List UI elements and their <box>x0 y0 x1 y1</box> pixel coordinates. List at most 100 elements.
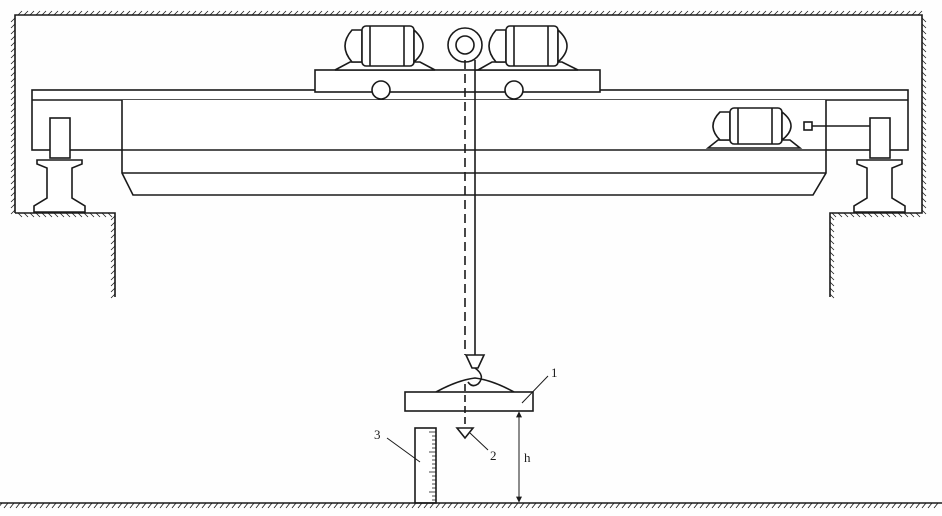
wall-hatch-line <box>851 10 857 16</box>
wall-hatch-line <box>341 10 347 16</box>
wall-hatch-line <box>761 10 767 16</box>
wall-hatch-line <box>833 10 839 16</box>
wall-hatch-line <box>29 212 35 218</box>
wall-hatch-line <box>921 203 927 209</box>
wall-hatch-line <box>245 10 251 16</box>
wall-hatch-line <box>10 125 16 131</box>
wall-hatch-line <box>401 10 407 16</box>
ground-hatch-line <box>261 502 267 509</box>
wall-hatch-line <box>71 212 77 218</box>
ground-hatch-line <box>483 502 489 509</box>
wall-hatch-line <box>17 10 23 16</box>
wall-hatch-line <box>413 10 419 16</box>
wall-hatch-line <box>921 191 927 197</box>
ground-hatch-line <box>303 502 309 509</box>
wall-hatch-line <box>921 125 927 131</box>
wall-hatch-line <box>77 212 83 218</box>
ground-hatch-line <box>675 502 681 509</box>
wall-hatch-line <box>107 10 113 16</box>
ground-hatch-line <box>453 502 459 509</box>
ground-hatch-line <box>765 502 771 509</box>
wall-hatch-line <box>829 233 835 239</box>
ground-hatch-line <box>183 502 189 509</box>
wall-hatch-line <box>113 10 119 16</box>
ground-hatch-line <box>333 502 339 509</box>
hook-block <box>435 354 515 393</box>
ground-hatch-line <box>159 502 165 509</box>
ground-hatch-line <box>501 502 507 509</box>
wall-hatch-line <box>921 209 927 215</box>
wall-hatch-line <box>829 275 835 281</box>
ground-hatch-line <box>489 502 495 509</box>
ground-hatch-line <box>855 502 861 509</box>
ground-hatch-line <box>465 502 471 509</box>
wall-hatch-line <box>347 10 353 16</box>
ground-hatch-line <box>423 502 429 509</box>
wall-hatch-line <box>10 101 16 107</box>
ground-hatch-line <box>639 502 645 509</box>
leader-3 <box>386 437 421 463</box>
wall-hatch-line <box>829 287 835 293</box>
ground-hatch-line <box>603 502 609 509</box>
wall-hatch-line <box>785 10 791 16</box>
wall-hatch-line <box>593 10 599 16</box>
wall-hatch-line <box>829 215 835 221</box>
wall-hatch-line <box>821 10 827 16</box>
wall-hatch-line <box>921 65 927 71</box>
wall-hatch-line <box>23 212 29 218</box>
ground-hatch-line <box>903 502 909 509</box>
ground-hatch-line <box>897 502 903 509</box>
label-plumb-bob: 2 <box>490 448 497 463</box>
ground-hatch-line <box>477 502 483 509</box>
wall-hatch-line <box>95 212 101 218</box>
wall-hatch-line <box>287 10 293 16</box>
wall-hatch-line <box>131 10 137 16</box>
wall-hatch-line <box>227 10 233 16</box>
wall-hatch-line <box>491 10 497 16</box>
wall-hatch-line <box>725 10 731 16</box>
wall-hatch-line <box>29 10 35 16</box>
wall-hatch-line <box>677 10 683 16</box>
ground-hatch-line <box>759 502 765 509</box>
ground-hatch-line <box>585 502 591 509</box>
wall-hatch-line <box>755 10 761 16</box>
ground-hatch-line <box>207 502 213 509</box>
wall-hatch-line <box>829 281 835 287</box>
wall-hatch-line <box>921 113 927 119</box>
wall-hatch-line <box>617 10 623 16</box>
ground-hatch-line <box>255 502 261 509</box>
wall-hatch-line <box>875 10 881 16</box>
ground-hatch-line <box>831 502 837 509</box>
ground-hatch-line <box>657 502 663 509</box>
ground-hatch-line <box>921 502 927 509</box>
wall-hatch-line <box>167 10 173 16</box>
wall-hatch-line <box>17 212 23 218</box>
wall-hatch-line <box>10 113 16 119</box>
ground-hatch-line <box>27 502 33 509</box>
ground-hatch-line <box>843 502 849 509</box>
ground-hatch-line <box>531 502 537 509</box>
ground-hatch-line <box>285 502 291 509</box>
ground-hatch-line <box>249 502 255 509</box>
wall-hatch-line <box>110 281 116 287</box>
wall-hatch-line <box>599 10 605 16</box>
wall-hatch-line <box>921 185 927 191</box>
ground-hatching <box>0 502 939 509</box>
ground-hatch-line <box>123 502 129 509</box>
wall-hatch-line <box>863 10 869 16</box>
wall-hatch-line <box>891 212 897 218</box>
wall-hatch-line <box>899 10 905 16</box>
wall-hatch-line <box>921 47 927 53</box>
ground-hatch-line <box>45 502 51 509</box>
ground-hatch-line <box>933 502 939 509</box>
wall-hatch-line <box>41 212 47 218</box>
wall-hatch-line <box>53 10 59 16</box>
wall-hatch-line <box>437 10 443 16</box>
wall-hatch-line <box>911 10 917 16</box>
wall-hatch-line <box>829 245 835 251</box>
wall-hatch-line <box>251 10 257 16</box>
wall-hatch-line <box>173 10 179 16</box>
ground-hatch-line <box>627 502 633 509</box>
